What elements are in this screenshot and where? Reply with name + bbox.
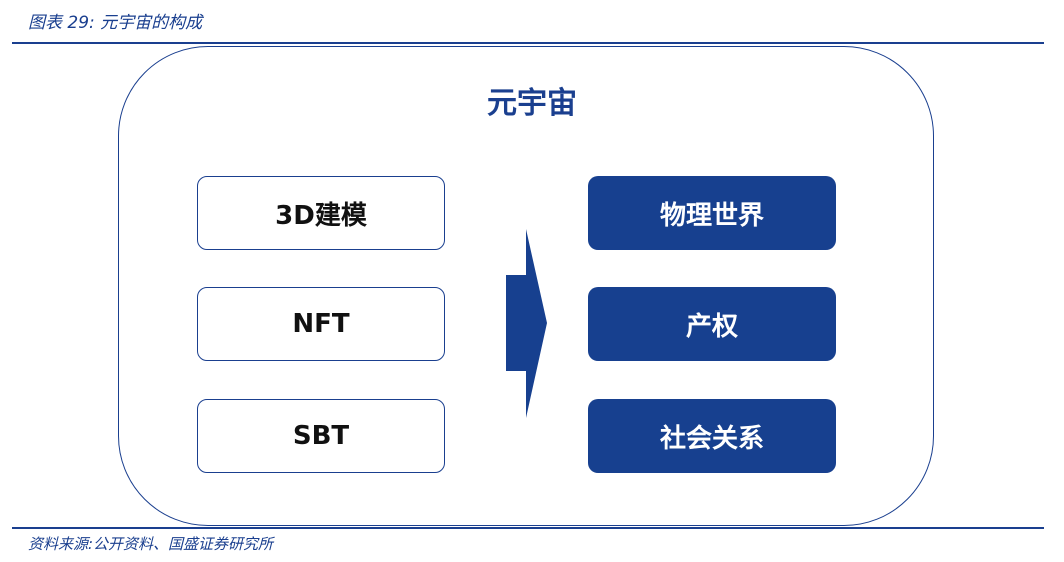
diagram-title: 元宇宙 <box>487 86 577 121</box>
input-box: 3D建模 <box>197 176 445 250</box>
right-arrow-icon <box>506 229 547 418</box>
metaverse-frame <box>118 46 934 526</box>
output-box: 社会关系 <box>588 399 836 473</box>
output-box: 物理世界 <box>588 176 836 250</box>
input-box: SBT <box>197 399 445 473</box>
figure-caption: 图表 29: 元宇宙的构成 <box>28 13 203 33</box>
output-box: 产权 <box>588 287 836 361</box>
input-box: NFT <box>197 287 445 361</box>
top-rule <box>12 42 1044 44</box>
bottom-rule <box>12 527 1044 529</box>
source-note: 资料来源:公开资料、国盛证券研究所 <box>28 535 274 553</box>
